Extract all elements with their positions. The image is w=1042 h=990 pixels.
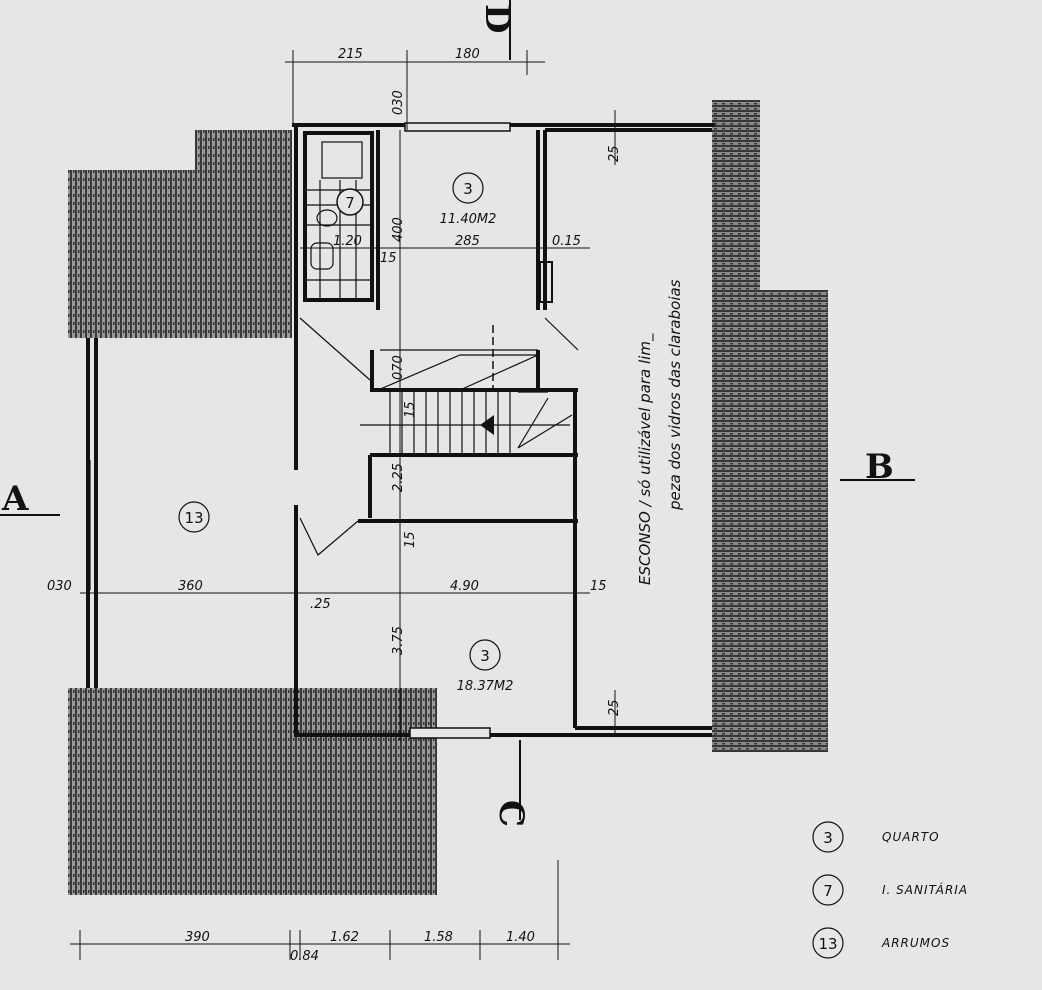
dim-25-bottom: 25: [607, 699, 622, 716]
legend-label: QUARTO: [882, 830, 940, 844]
dim-390: 390: [185, 930, 210, 945]
dimension-lines: [0, 0, 915, 960]
room-area-quarto-top: 11.40M2: [440, 212, 497, 227]
dim-15c: 15: [403, 531, 418, 548]
room-number-arrumos: 13: [184, 509, 203, 527]
staircase: [299, 317, 579, 455]
room-area-quarto-bottom: 18.37M2: [457, 679, 514, 694]
dim-1-58: 1.58: [424, 930, 453, 945]
room-number-circle: [469, 639, 501, 671]
legend-label: ARRUMOS: [881, 936, 950, 950]
dim-0-84: 0.84: [290, 949, 319, 964]
room-number-quarto-top: 3: [463, 180, 473, 198]
room-number-quarto-bottom: 3: [480, 647, 490, 665]
walls: [86, 122, 715, 739]
esconso-note-line2: peza dos vidros das claraboias: [666, 279, 684, 511]
dim-360: 360: [178, 579, 203, 594]
dim-top-215: 215: [338, 47, 363, 62]
legend-number: 13: [818, 935, 837, 953]
section-marker-b: B: [865, 447, 894, 487]
dim-030: 030: [47, 579, 72, 594]
roof-hatch-top-left: [68, 130, 292, 338]
dim-top-180: 180: [455, 47, 480, 62]
legend-number: 3: [823, 829, 833, 847]
roof-hatch-bottom-left: [68, 688, 437, 895]
dim-3-75: 3.75: [391, 626, 406, 655]
dim-0-15: 0.15: [552, 234, 581, 249]
legend-circle: [812, 927, 844, 959]
legend-circle: [812, 874, 844, 906]
dim-1-20: 1.20: [333, 234, 362, 249]
dim-15: 15: [380, 251, 397, 266]
section-marker-d: D: [477, 4, 517, 33]
dim-285: 285: [455, 234, 480, 249]
legend-circle: [812, 821, 844, 853]
legend: 3 QUARTO 7 I. SANITÁRIA 13 ARRUMOS: [812, 821, 968, 959]
room-number-circle: [178, 501, 210, 533]
section-marker-c: C: [491, 800, 531, 827]
section-marker-a: A: [1, 479, 29, 519]
room-number-bathroom: 7: [345, 194, 355, 212]
dim-top-wall: 030: [391, 90, 406, 115]
roof-hatch-right: [712, 100, 828, 752]
esconso-note-line1: ESCONSO / só utilizável para lim_: [636, 333, 655, 585]
dim-25: .25: [310, 597, 331, 612]
dim-25-top: 25: [607, 145, 622, 162]
room-number-circle: [336, 188, 364, 216]
room-number-circle: [452, 172, 484, 204]
door-swing: [299, 517, 359, 556]
dim-15d: 15: [403, 401, 418, 418]
dim-2-25: 2.25: [391, 463, 406, 492]
dim-1-62: 1.62: [330, 930, 359, 945]
dim-070: 070: [391, 355, 406, 380]
legend-number: 7: [823, 882, 833, 900]
dim-1-40: 1.40: [506, 930, 535, 945]
bathroom-fixtures: [305, 141, 372, 300]
legend-label: I. SANITÁRIA: [882, 882, 968, 897]
dim-15b: 15: [590, 579, 607, 594]
dim-4-90: 4.90: [450, 579, 479, 594]
dim-400: 400: [391, 217, 406, 242]
